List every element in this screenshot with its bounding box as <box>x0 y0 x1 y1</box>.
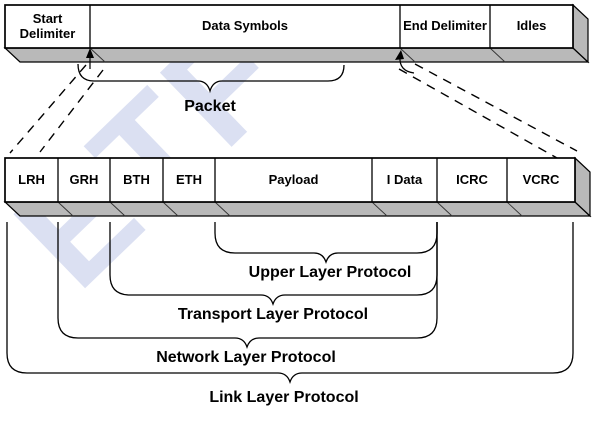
upper-layer-protocol-label: Upper Layer Protocol <box>248 264 412 281</box>
dashed-link-right-inner <box>398 68 558 159</box>
symbol-stream-front-face <box>4 4 574 49</box>
depth-hatch <box>489 47 506 63</box>
field-end-delimiter: End Delimiter <box>403 18 487 34</box>
expansion-marks <box>9 48 578 159</box>
field-idles: Idles <box>516 18 547 34</box>
upper-layer-brace <box>214 222 438 265</box>
field-eth: ETH <box>176 171 202 187</box>
transport-layer-brace <box>109 222 438 307</box>
protocol-layer-braces <box>6 222 574 385</box>
field-data-symbols: Data Symbols <box>202 18 288 34</box>
depth-hatch <box>89 47 106 63</box>
network-layer-protocol-label: Network Layer Protocol <box>156 349 336 366</box>
packet-box-bottom-face <box>3 201 592 217</box>
field-icrc: ICRC <box>456 171 488 187</box>
depth-hatch <box>399 47 416 63</box>
packet-brace <box>77 63 345 94</box>
field-start-delimiter: Start Delimiter <box>19 10 76 41</box>
dashed-link-left-inner <box>39 69 104 153</box>
link-layer-brace <box>6 222 574 385</box>
field-payload: Payload <box>268 171 319 187</box>
hook-arrow-icon <box>395 50 415 74</box>
packet-box <box>3 156 592 218</box>
field-idata: I Data <box>386 171 423 187</box>
dashed-link-left-outer <box>9 64 87 154</box>
symbol-stream-box <box>3 3 590 64</box>
field-bth: BTH <box>123 171 150 187</box>
transport-layer-protocol-label: Transport Layer Protocol <box>177 306 369 323</box>
field-lrh: LRH <box>18 171 45 187</box>
depth-hatches <box>57 201 523 217</box>
packet-caption: Packet <box>184 98 236 115</box>
field-dividers <box>57 158 508 202</box>
network-layer-brace <box>57 222 438 350</box>
dashed-link-right-outer <box>414 63 578 152</box>
up-arrow-icon <box>86 48 94 69</box>
packet-box-front-face <box>4 157 576 203</box>
link-layer-protocol-label: Link Layer Protocol <box>209 389 359 406</box>
field-vcrc: VCRC <box>522 171 560 187</box>
field-grh: GRH <box>69 171 99 187</box>
